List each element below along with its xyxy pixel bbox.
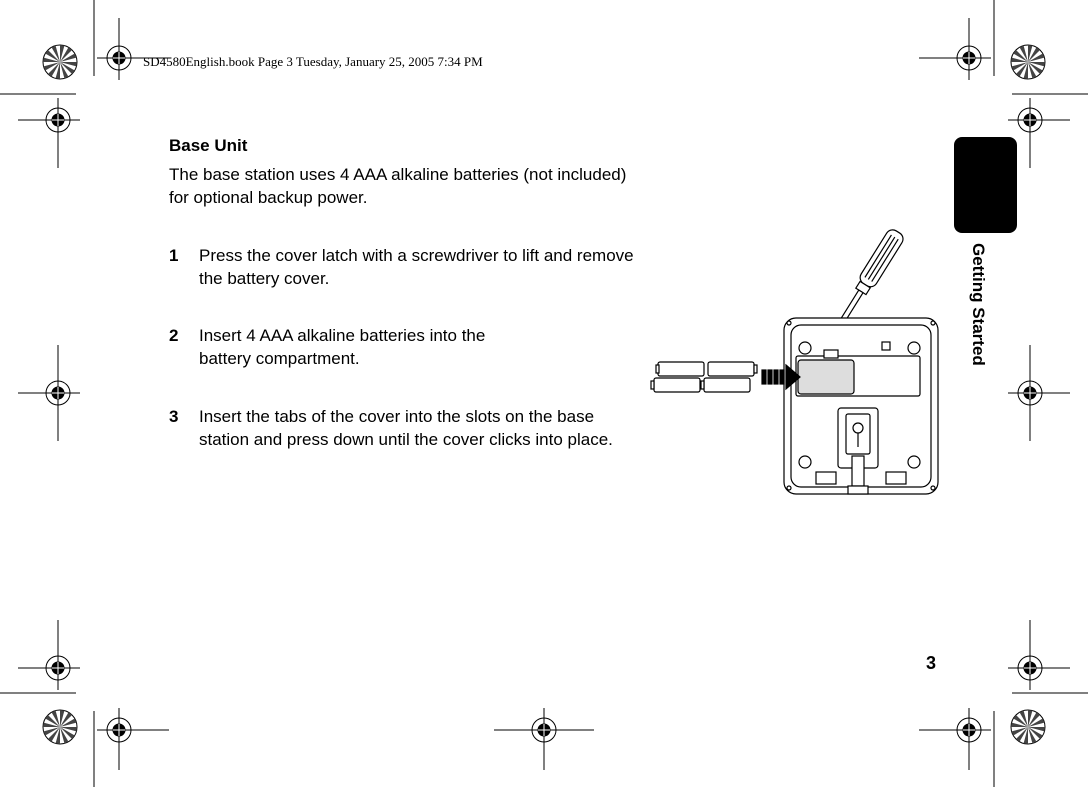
step-number: 1 [169,246,179,265]
registration-mark [18,345,80,441]
step-item: 3 Insert the tabs of the cover into the … [169,405,639,451]
step-text: Insert 4 AAA alkaline batteries into the… [199,326,486,368]
step-item: 2 Insert 4 AAA alkaline batteries into t… [169,324,639,370]
registration-mark [919,708,991,770]
registration-mark [1008,98,1070,168]
insert-arrow-icon [761,363,801,391]
section-title: Base Unit [169,136,248,155]
star-target-mark [42,44,78,80]
page-number: 3 [926,653,937,673]
battery-installation-illustration [650,229,939,495]
aaa-battery-icon [650,361,758,393]
registration-mark [97,708,169,770]
print-info-line: SD4580English.book Page 3 Tuesday, Janua… [143,54,483,69]
star-target-mark [1010,709,1046,745]
star-target-mark [42,709,78,745]
registration-mark [18,620,80,690]
registration-mark [1008,345,1070,441]
star-target-mark [1010,44,1046,80]
registration-mark [97,18,169,80]
base-unit [783,317,939,495]
chapter-tab [954,137,1017,233]
step-item: 1 Press the cover latch with a screwdriv… [169,244,639,290]
step-text: Press the cover latch with a screwdriver… [199,246,634,288]
chapter-label: Getting Started [969,243,988,366]
registration-mark [919,18,991,80]
step-text: Insert the tabs of the cover into the sl… [199,407,613,449]
registration-mark [494,708,594,770]
step-number: 2 [169,326,179,345]
intro-paragraph: The base station uses 4 AAA alkaline bat… [169,165,627,207]
registration-mark [18,98,80,168]
step-number: 3 [169,407,179,426]
registration-mark [1008,620,1070,690]
